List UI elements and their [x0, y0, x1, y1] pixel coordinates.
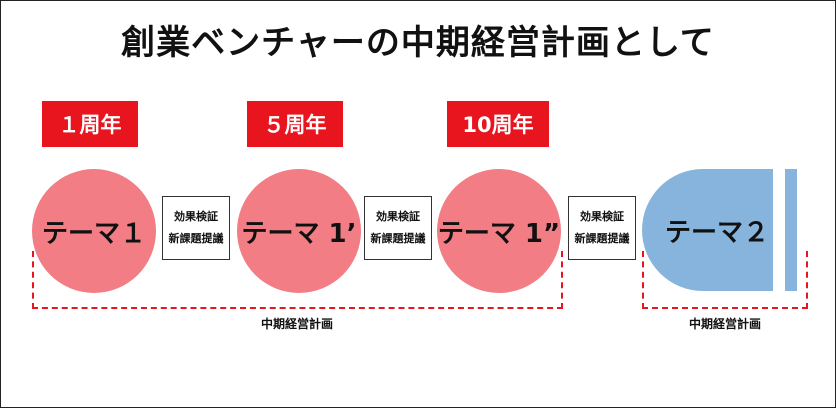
theme-circle-1-double-prime: テーマ 1” [437, 169, 561, 293]
plan-bracket-1 [32, 251, 563, 309]
theme-2-stripe [713, 169, 725, 291]
review-box-1: 効果検証 新課題提議 [162, 196, 230, 260]
plan-label-1: 中期経営計画 [260, 317, 333, 331]
review-box-line1: 効果検証 [174, 210, 218, 223]
theme-circle-1-prime: テーマ 1’ [237, 169, 361, 293]
review-box-line1: 効果検証 [580, 210, 624, 223]
diagram-title: 創業ベンチャーの中期経営計画として [121, 23, 715, 63]
theme-2-shape: テーマ２ [642, 169, 808, 291]
theme-2-stripe [737, 169, 749, 291]
theme-2-stripe [761, 169, 773, 291]
review-box-line1: 効果検証 [376, 210, 420, 223]
year-badge-10: 10周年 [447, 101, 549, 147]
plan-label-2: 中期経営計画 [688, 317, 761, 331]
review-box-line2: 新課題提議 [574, 232, 630, 245]
theme-2-label: テーマ２ [664, 217, 769, 248]
theme-circle-1: テーマ１ [32, 169, 156, 293]
review-box-3: 効果検証 新課題提議 [568, 196, 636, 260]
review-box-2: 効果検証 新課題提議 [364, 196, 432, 260]
year-badge-5: ５周年 [247, 101, 343, 147]
review-box-line2: 新課題提議 [370, 232, 426, 245]
review-box-line2: 新課題提議 [168, 232, 224, 245]
year-badge-1: １周年 [42, 101, 138, 147]
plan-bracket-2 [642, 251, 808, 309]
theme-2-stripe [785, 169, 797, 291]
